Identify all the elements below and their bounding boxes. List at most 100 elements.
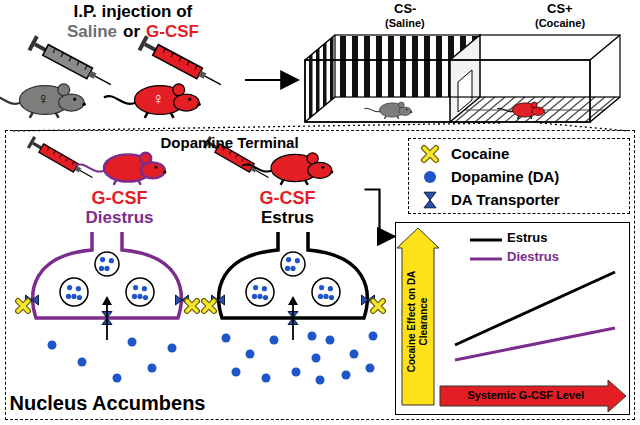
dopamine-terminal <box>204 301 214 311</box>
mouse-figure <box>364 102 412 119</box>
mouse-figure <box>174 94 200 111</box>
legend-text: Cocaine <box>451 145 509 162</box>
dopamine-terminal <box>246 278 274 306</box>
dopamine-terminal <box>76 286 81 291</box>
mouse-figure <box>308 162 332 178</box>
dopamine-terminal <box>270 336 279 345</box>
dopamine-terminal <box>113 374 122 383</box>
legend-text: Dopamine (DA) <box>451 168 559 185</box>
legend-icon <box>424 171 436 183</box>
syringe-icon <box>53 48 55 52</box>
dopamine-terminal <box>328 286 333 291</box>
mouse-figure <box>104 96 136 104</box>
node-text: or <box>123 22 140 42</box>
chart-axes <box>397 228 626 412</box>
female-symbol: ♀ <box>152 91 164 107</box>
syringe-icon <box>28 35 115 91</box>
dopamine-terminal <box>373 301 383 311</box>
mouse-figure <box>73 98 76 101</box>
node-text: Diestrus <box>86 208 154 228</box>
dopamine-terminal <box>312 354 321 363</box>
dopamine-terminal <box>326 336 335 345</box>
place-preference-cage <box>309 54 313 119</box>
legend-text: DA Transporter <box>451 191 560 208</box>
dopamine-terminal <box>308 332 317 341</box>
dopamine-terminal <box>262 374 271 383</box>
syringe-icon <box>88 71 96 79</box>
dopamine-terminal <box>18 301 28 311</box>
place-preference-cage <box>436 36 442 97</box>
place-preference-cage <box>323 42 327 107</box>
dopamine-terminal <box>126 278 154 306</box>
dopamine-terminal <box>252 294 257 299</box>
syringe-icon <box>187 61 189 65</box>
place-preference-cage <box>424 36 430 97</box>
dopamine-terminal <box>323 294 328 299</box>
dopamine-terminal <box>288 296 298 305</box>
dopamine-terminal <box>292 300 294 340</box>
place-preference-cage <box>305 35 620 122</box>
dopamine-terminal <box>100 257 105 262</box>
dopamine-terminal <box>246 350 255 359</box>
syringe-icon <box>72 161 74 164</box>
dopamine-terminal <box>318 294 323 299</box>
place-preference-cage <box>305 35 620 122</box>
mouse-figure <box>532 107 545 115</box>
mouse-figure <box>0 96 21 104</box>
place-preference-cage <box>330 36 334 101</box>
dopamine-terminal <box>187 301 197 311</box>
syringe-icon <box>236 154 238 157</box>
dopamine-terminal <box>142 286 147 291</box>
dopamine-terminal <box>286 257 291 262</box>
dopamine-terminal <box>319 285 324 290</box>
mouse-figure <box>242 153 333 185</box>
dopamine-terminal <box>290 266 295 271</box>
dopamine-terminal <box>71 294 76 299</box>
node-text: Diestrus <box>507 250 559 265</box>
syringe-icon <box>77 61 79 65</box>
dopamine-terminal <box>18 232 197 383</box>
diestrus-group: G-CSFDiestrus <box>20 150 200 228</box>
syringe-icon <box>27 136 36 149</box>
dopamine-terminal <box>285 266 290 271</box>
node-text: G-CSF <box>146 22 199 42</box>
mouse-figure <box>497 108 513 112</box>
dopamine-terminal <box>102 296 112 305</box>
syringe-icon <box>195 65 197 69</box>
dopamine-terminal <box>95 252 119 276</box>
legend-icon <box>424 148 436 160</box>
syringe-icon <box>198 71 206 79</box>
node-text: I.P. injection of <box>74 2 193 22</box>
dopamine-terminal <box>263 295 268 300</box>
dopamine-terminal <box>143 295 148 300</box>
syringe-icon <box>66 158 68 161</box>
node-text: G-CSF <box>260 188 316 209</box>
dopamine-terminal <box>262 286 267 291</box>
syringe-icon <box>80 170 92 177</box>
syringe-icon <box>163 48 165 52</box>
mouse-figure <box>543 111 545 113</box>
syringe-icon <box>242 158 244 161</box>
legend-entry: DA Transporter <box>415 188 623 211</box>
place-preference-cage <box>376 36 382 97</box>
mouse-figure <box>406 109 408 111</box>
place-preference-cage <box>340 36 346 97</box>
dopamine-terminal <box>253 285 258 290</box>
dopamine-terminal <box>128 338 137 347</box>
mouse-figure <box>104 84 201 118</box>
mouse-figure <box>75 153 166 185</box>
node-text: Saline <box>67 22 117 42</box>
place-preference-cage <box>400 36 406 97</box>
mouse-figure <box>399 107 412 115</box>
node-text: CS+ <box>547 2 573 17</box>
mouse-figure <box>242 164 272 171</box>
syringe-icon <box>27 136 96 183</box>
dopamine-terminal <box>109 258 114 263</box>
place-preference-cage <box>388 36 394 97</box>
dopamine-terminal <box>77 295 82 300</box>
dopamine-terminal <box>281 252 305 276</box>
node-text: (Cocaine) <box>535 17 585 30</box>
clearance-chart: EstrusDiestrusCocaine Effect on DA Clear… <box>395 222 630 415</box>
chart-axes <box>397 228 439 405</box>
